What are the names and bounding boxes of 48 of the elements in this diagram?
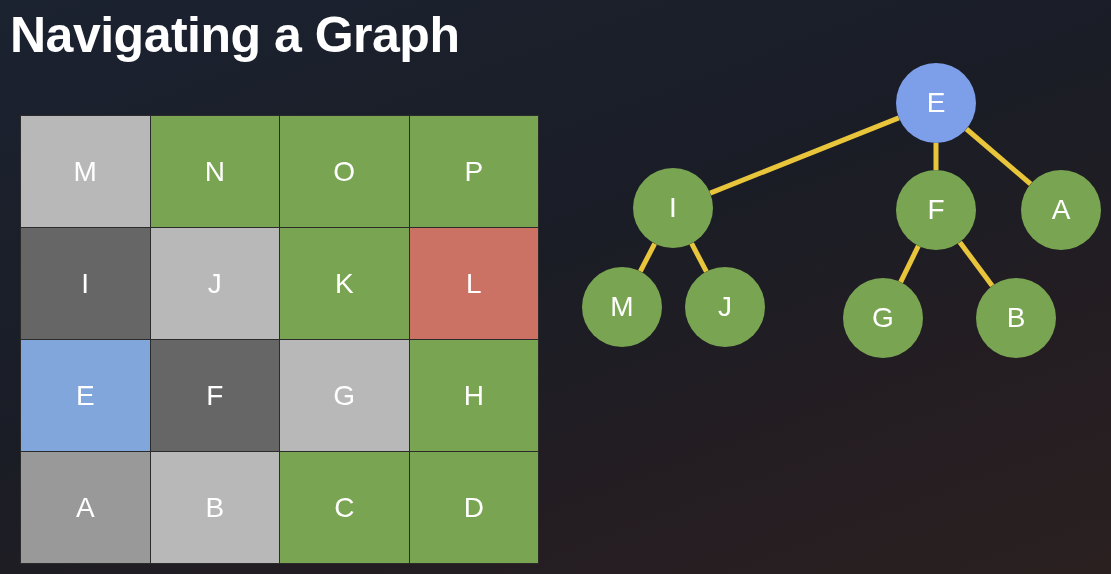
node-letter: G [333,379,356,412]
grid-cell [408,115,539,228]
node-letter: M [610,291,634,323]
node-letter: H [463,379,484,412]
grid-cell [279,339,410,452]
grid-cell [149,115,280,228]
node-letter: E [926,87,946,119]
node-letter: K [334,267,354,300]
node-letter: E [75,379,95,412]
tree-edge [933,143,939,170]
tree-edge [964,127,1033,186]
node-letter: I [81,267,90,300]
node-letter: O [333,155,356,188]
node-letter: F [927,194,945,226]
node-letter: A [75,491,95,524]
node-letter: A [1051,194,1071,226]
node-letter: G [872,302,894,334]
grid-cell [20,115,151,228]
tree-edge [709,115,900,196]
tree-edge [898,244,921,284]
grid-cell [149,227,280,340]
grid-cell [20,227,151,340]
node-letter: M [73,155,97,188]
node-letter: L [465,267,482,300]
grid-cell [279,227,410,340]
grid-cell [408,227,539,340]
node-letter: B [1006,302,1026,334]
node-letter: I [669,192,677,224]
grid-cell [408,339,539,452]
grid-cell [408,451,539,564]
grid-cell [149,339,280,452]
title: Navigating a Graph [10,6,460,64]
node-letter: B [205,491,225,524]
node-letter: J [718,291,732,323]
node-letter: F [206,379,224,412]
tree-edge [638,242,657,273]
node-letter: J [207,267,222,300]
node-letter: C [334,491,355,524]
tree-edge [689,242,709,273]
node-letter: N [204,155,225,188]
grid-cell [279,451,410,564]
grid-cell [20,451,151,564]
grid-cell [20,339,151,452]
node-letter: P [464,155,484,188]
grid-cell [149,451,280,564]
tree-edge [957,240,995,288]
grid-cell [279,115,410,228]
node-letter: D [463,491,484,524]
